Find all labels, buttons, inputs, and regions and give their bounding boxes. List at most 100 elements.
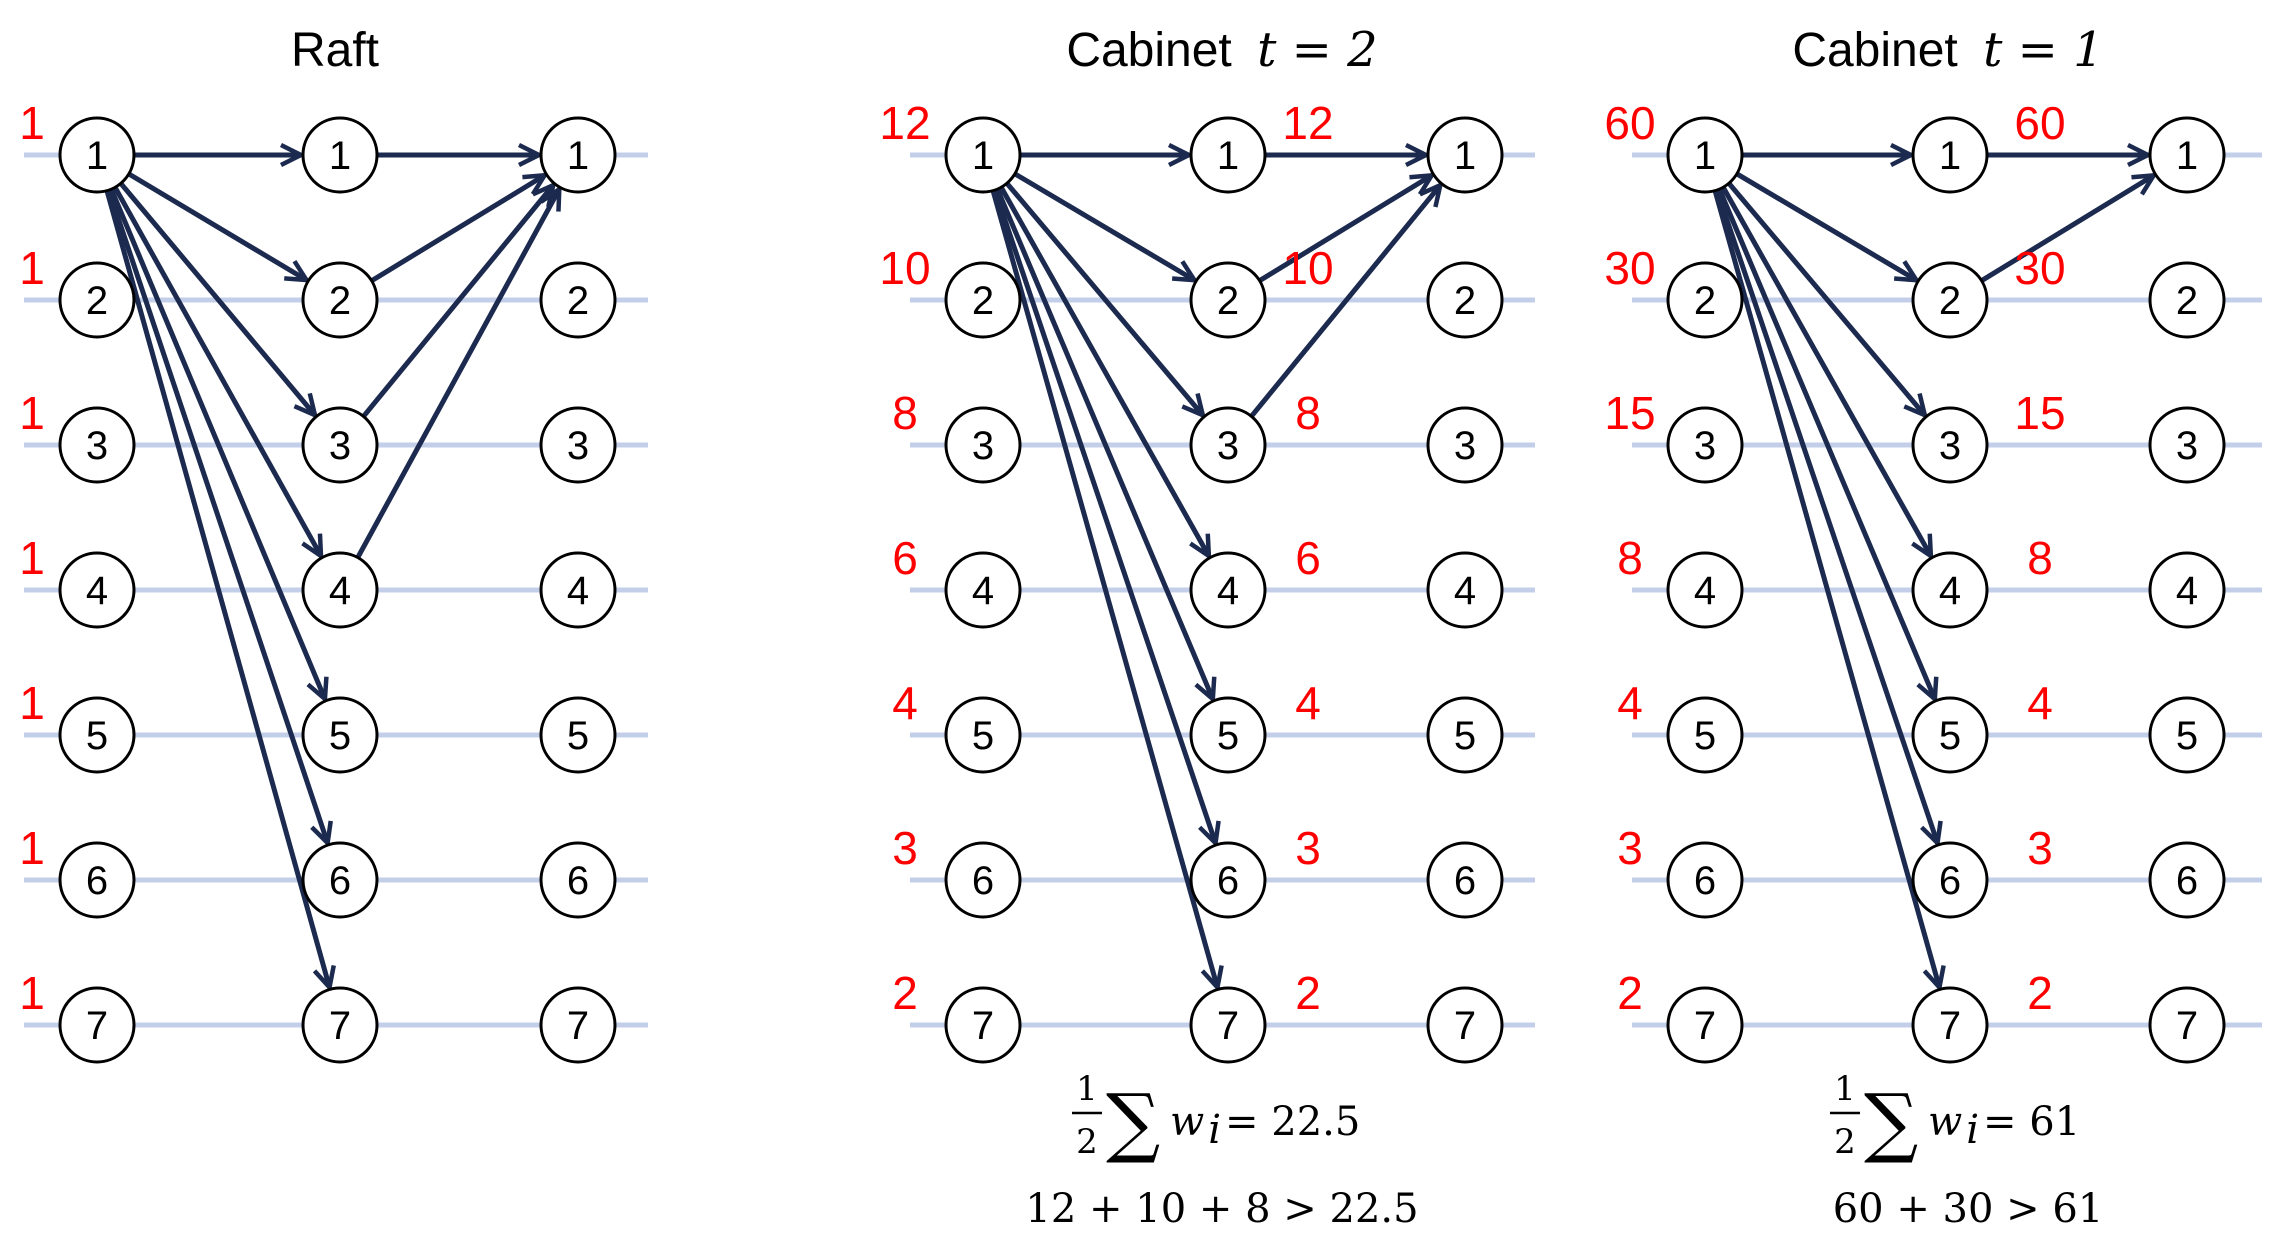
broadcast-arrow	[990, 188, 1217, 988]
broadcast-arrow	[1003, 180, 1203, 415]
node-circle-group: 2	[301, 261, 379, 339]
node-circle	[1426, 406, 1504, 484]
node-label: 4	[567, 569, 589, 613]
node-circle-group: 1	[1189, 116, 1267, 194]
node-label: 6	[1694, 859, 1716, 903]
formula-rhs-line: w i = 61	[1928, 1099, 2080, 1153]
panel-title: Raft	[291, 24, 379, 77]
middle-weight-label: 4	[1295, 677, 1321, 729]
node-circle	[1911, 406, 1989, 484]
initial-weight-label: 60	[1604, 97, 1655, 149]
initial-weight-label: 1	[19, 242, 45, 294]
node-circle	[1189, 116, 1267, 194]
middle-weight-label: 15	[2014, 387, 2065, 439]
broadcast-arrow	[111, 184, 321, 556]
initial-weight-label: 1	[19, 967, 45, 1019]
message-arrows	[104, 155, 559, 987]
node-circle-group: 4	[58, 551, 136, 629]
node-circle-group: 6	[944, 841, 1022, 919]
node-label: 5	[1939, 714, 1961, 758]
formula-frac-numerator: 1	[1076, 1069, 1098, 1109]
quorum-formula: 1 2 ∑ w i = 61 60 + 30 > 61	[1830, 1069, 2103, 1232]
node-label: 6	[972, 859, 994, 903]
node-circle	[58, 261, 136, 339]
node-circle	[58, 406, 136, 484]
node-circle	[1911, 261, 1989, 339]
initial-weight-label: 8	[1617, 532, 1643, 584]
node-label: 1	[567, 134, 589, 178]
node-label: 5	[1454, 714, 1476, 758]
node-circle	[2148, 116, 2226, 194]
node-label: 3	[1217, 424, 1239, 468]
initial-weight-label: 1	[19, 97, 45, 149]
formula-rhs-line: w i = 22.5	[1170, 1099, 1360, 1153]
node-circle	[58, 841, 136, 919]
node-circle-group: 3	[1911, 406, 1989, 484]
node-label: 1	[972, 134, 994, 178]
ack-arrow	[361, 185, 553, 418]
broadcast-arrow	[994, 186, 1213, 699]
node-label: 7	[1694, 1004, 1716, 1048]
node-label: 6	[2176, 859, 2198, 903]
node-circle	[1189, 406, 1267, 484]
node-circle-group: 6	[301, 841, 379, 919]
node-label: 7	[1217, 1004, 1239, 1048]
panel-title-math: t = 1	[1983, 22, 2104, 78]
node-label: 1	[1694, 134, 1716, 178]
node-circle	[1666, 406, 1744, 484]
initial-weight-label: 1	[19, 532, 45, 584]
node-circle	[1666, 841, 1744, 919]
node-label: 7	[1454, 1004, 1476, 1048]
node-label: 4	[972, 569, 994, 613]
node-circle	[1426, 986, 1504, 1064]
node-circle-group: 7	[2148, 986, 2226, 1064]
node-circle	[1911, 986, 1989, 1064]
node-circle-group: 1	[1666, 116, 1744, 194]
node-label: 2	[2176, 279, 2198, 323]
node-circle	[1426, 696, 1504, 774]
node-circle-group: 7	[1666, 986, 1744, 1064]
node-label: 6	[329, 859, 351, 903]
node-circle-group: 2	[2148, 261, 2226, 339]
middle-weight-label: 2	[1295, 967, 1321, 1019]
node-label: 7	[2176, 1004, 2198, 1048]
node-label: 2	[1454, 279, 1476, 323]
node-circle	[1666, 696, 1744, 774]
node-circle	[539, 116, 617, 194]
node-label: 4	[1939, 569, 1961, 613]
formula-sub: i	[1966, 1107, 1979, 1153]
formula-sigma: ∑	[1864, 1077, 1918, 1166]
formula-frac-denominator: 2	[1834, 1122, 1856, 1162]
node-circle	[1911, 696, 1989, 774]
node-label: 4	[86, 569, 108, 613]
node-circle-group: 6	[1666, 841, 1744, 919]
ack-arrow	[370, 175, 545, 283]
broadcast-arrow	[1011, 170, 1194, 280]
node-circle-group: 7	[301, 986, 379, 1064]
node-label: 3	[2176, 424, 2198, 468]
node-circle-group: 4	[1911, 551, 1989, 629]
node-circle	[539, 406, 617, 484]
node-circle	[2148, 551, 2226, 629]
node-circle	[58, 116, 136, 194]
node-label: 6	[1939, 859, 1961, 903]
middle-weight-label: 8	[2027, 532, 2053, 584]
broadcast-arrow	[125, 170, 306, 280]
node-circle	[58, 986, 136, 1064]
node-circle-group: 3	[944, 406, 1022, 484]
node-circle-group: 1	[944, 116, 1022, 194]
formula-inequality: 60 + 30 > 61	[1833, 1186, 2104, 1232]
message-arrows	[1712, 155, 2153, 987]
node-label: 2	[1217, 279, 1239, 323]
middle-weight-label: 60	[2014, 97, 2065, 149]
node-label: 1	[1217, 134, 1239, 178]
node-circle	[944, 116, 1022, 194]
broadcast-arrow	[108, 186, 325, 699]
node-circle-group: 7	[58, 986, 136, 1064]
node-label: 7	[567, 1004, 589, 1048]
node-circle	[1426, 116, 1504, 194]
node-circle-group: 4	[539, 551, 617, 629]
formula-frac-numerator: 1	[1834, 1069, 1856, 1109]
